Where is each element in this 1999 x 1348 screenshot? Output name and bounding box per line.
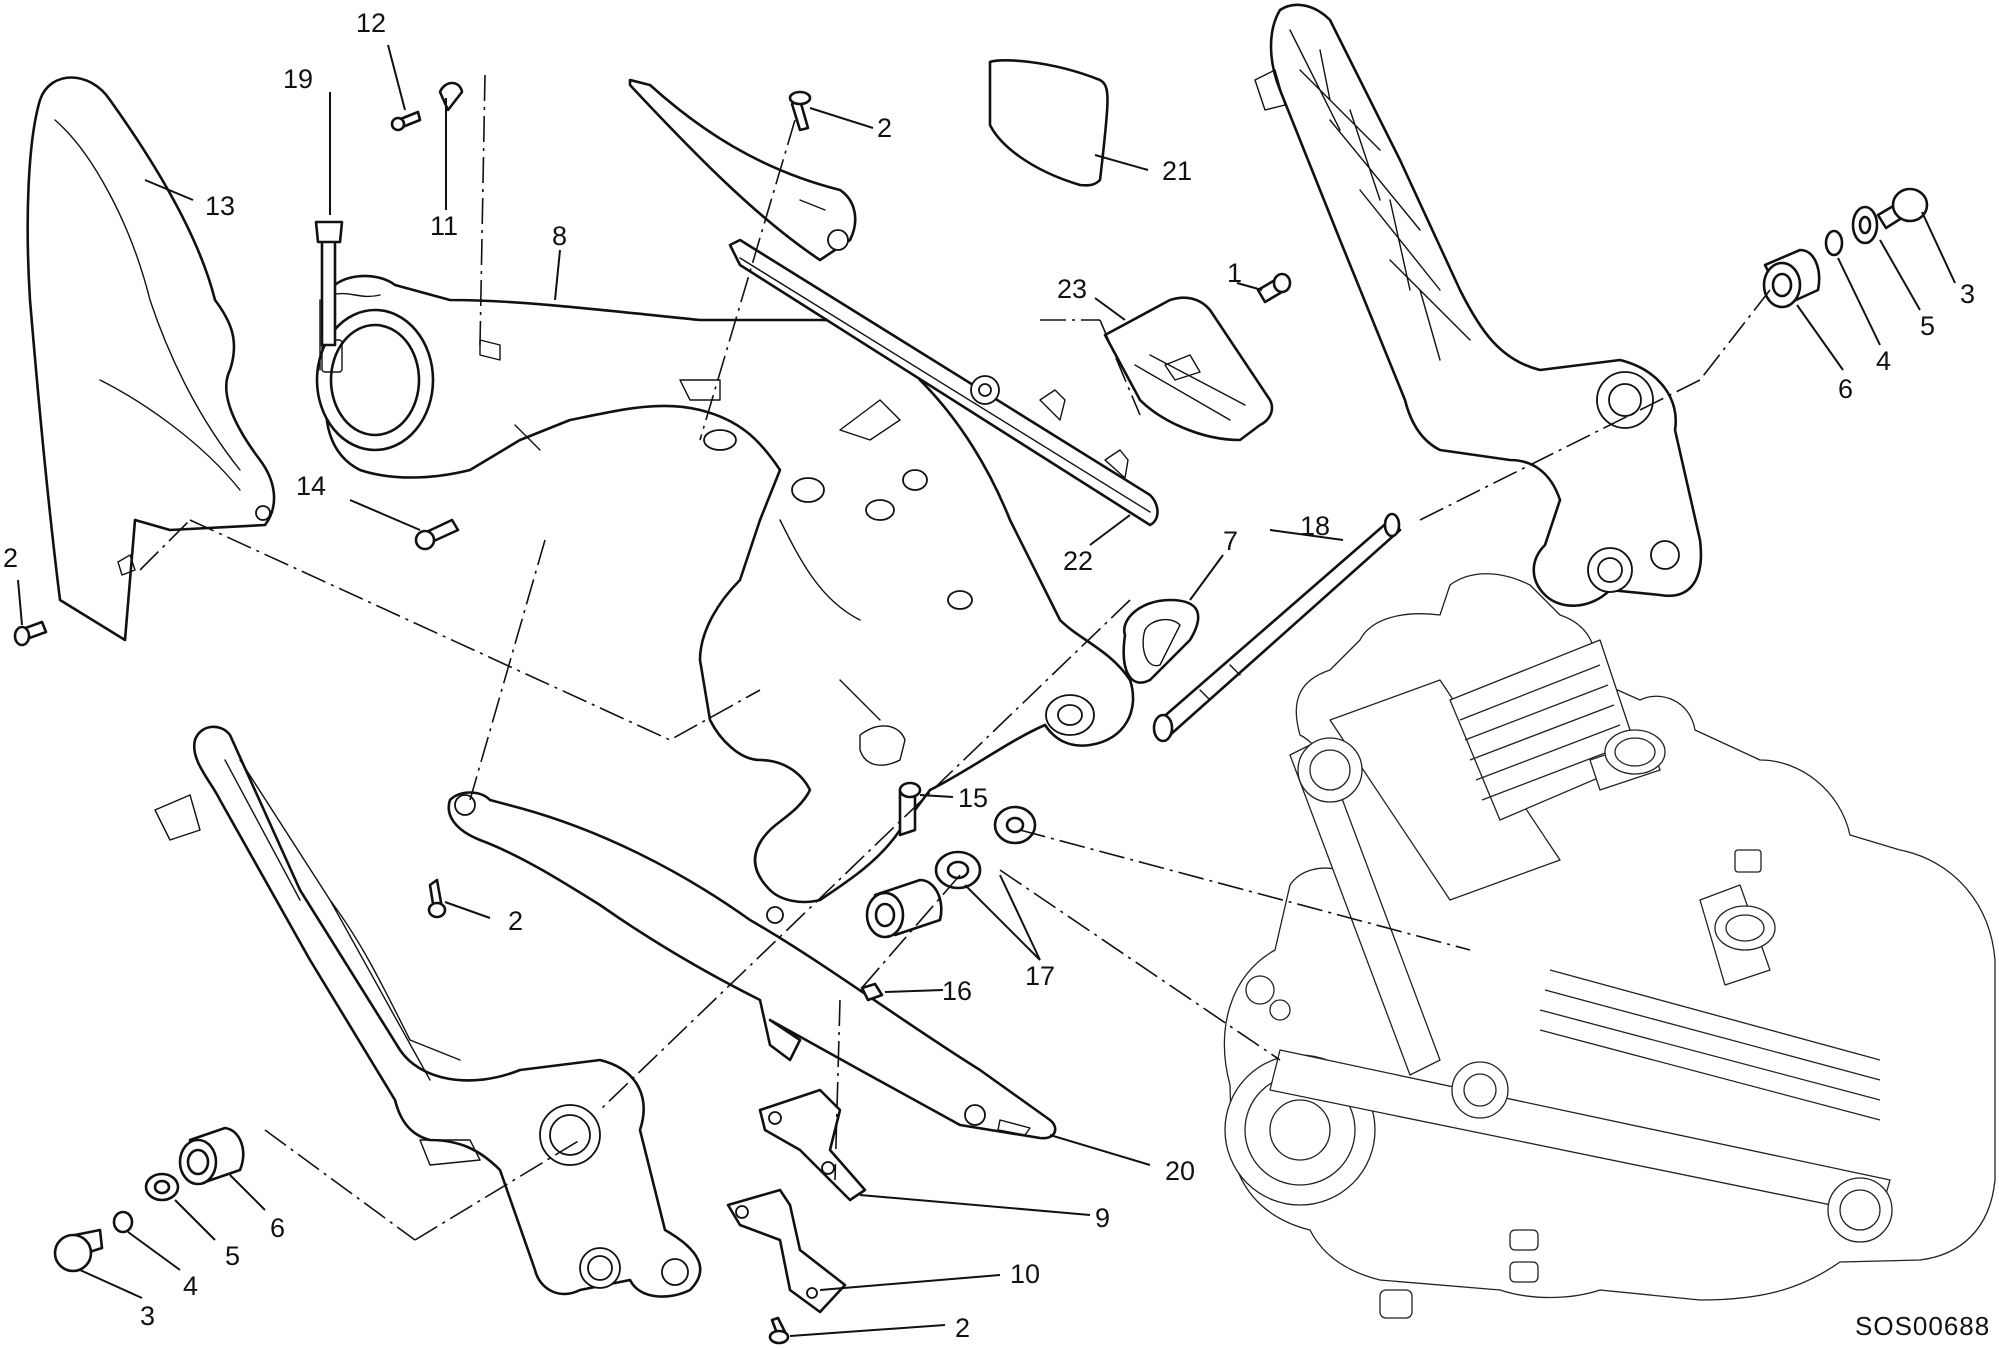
chain-guard-lower-20 [447, 791, 1057, 1140]
right-hardware-stack [1762, 187, 1929, 309]
bracket-9 [758, 1088, 867, 1202]
callout-15: 15 [958, 783, 988, 813]
leader-lines [17, 44, 1956, 1337]
upper-chain-guard [628, 78, 857, 262]
callout-6-left: 6 [270, 1213, 285, 1243]
callout-22: 22 [1063, 546, 1093, 576]
chain-guard-top [728, 238, 1159, 527]
callout-3-right: 3 [1960, 279, 1975, 309]
callout-5-right: 5 [1920, 311, 1935, 341]
callout-11: 11 [430, 211, 458, 241]
diagram-code: SOS00688 [1855, 1311, 1990, 1341]
rear-fender-13 [26, 76, 276, 642]
callout-2-mid: 2 [508, 906, 523, 936]
callout-4-left: 4 [183, 1271, 198, 1301]
callout-13: 13 [205, 191, 235, 221]
callout-2-bottom: 2 [955, 1313, 970, 1343]
callout-12: 12 [356, 8, 386, 38]
left-footpeg-bracket [154, 725, 702, 1298]
callout-16: 16 [942, 976, 972, 1006]
engine-assembly [1223, 573, 1996, 1319]
screws [13, 81, 812, 1345]
bolt-1 [1256, 272, 1292, 304]
callout-labels: 12 19 13 11 8 2 21 1 23 3 5 4 6 14 2 22 … [3, 8, 1990, 1343]
callout-20: 20 [1165, 1156, 1195, 1186]
callout-10: 10 [1010, 1259, 1040, 1289]
callout-7: 7 [1223, 526, 1238, 556]
bracket-10 [726, 1188, 847, 1314]
callout-2-left: 2 [3, 543, 18, 573]
swingarm [315, 274, 1135, 904]
callout-18: 18 [1300, 511, 1330, 541]
callout-19: 19 [283, 64, 313, 94]
right-footpeg-bracket [1254, 3, 1703, 607]
callout-8: 8 [552, 221, 567, 251]
pivot-shaft-18 [1152, 512, 1402, 743]
callout-14: 14 [296, 471, 326, 501]
assembly-axes [139, 74, 1771, 1241]
cover-23 [1103, 296, 1274, 442]
callout-1: 1 [1227, 258, 1242, 288]
callout-17: 17 [1025, 961, 1055, 991]
callout-3-left: 3 [140, 1301, 155, 1331]
plate-21 [988, 59, 1109, 187]
callout-2-top: 2 [877, 113, 892, 143]
callout-5-left: 5 [225, 1241, 240, 1271]
callout-9: 9 [1095, 1203, 1110, 1233]
callout-21: 21 [1162, 156, 1192, 186]
pivot-bushings [860, 781, 1037, 1002]
callout-23: 23 [1057, 274, 1087, 304]
grommet-7 [1122, 598, 1200, 684]
callout-6-right: 6 [1838, 374, 1853, 404]
callout-4-right: 4 [1876, 346, 1891, 376]
left-hardware-stack [53, 1126, 245, 1273]
